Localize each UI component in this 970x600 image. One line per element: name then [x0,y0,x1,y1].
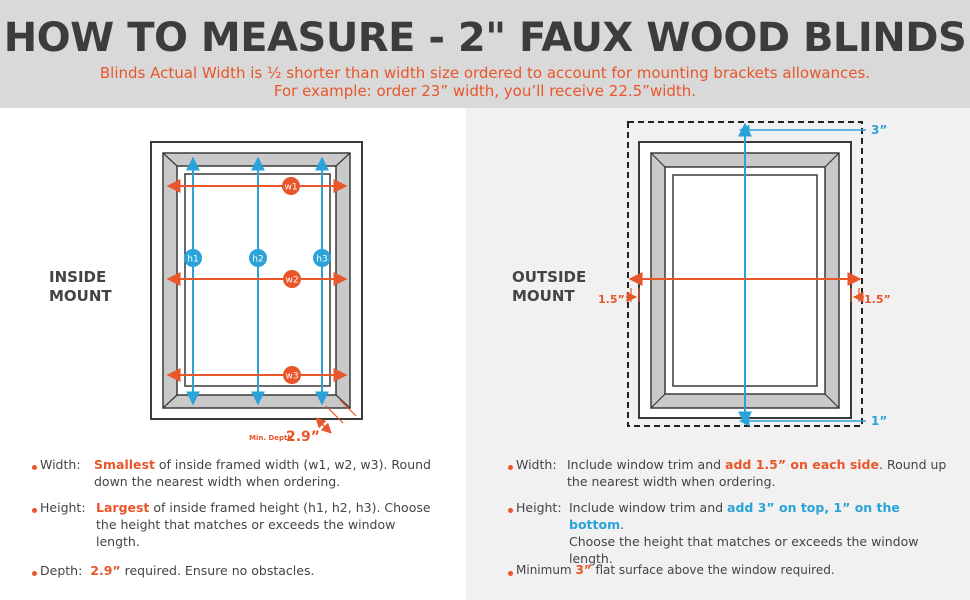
right-allowance-value: 1.5” [864,293,891,306]
inside-mount-label-line2: MOUNT [49,287,112,305]
w2-marker [283,270,301,288]
inside-depth-highlight: 2.9” [90,563,121,578]
h2-marker-text: h2 [252,255,263,265]
outside-width-info: Width: Include window trim and add 1.5” … [516,456,956,490]
w1-marker-text: w1 [284,183,297,193]
inside-depth-label: Depth: [40,563,83,578]
w1-marker [282,177,300,195]
outside-width-highlight: add 1.5” on each side [725,457,879,472]
outside-height-label: Height: [516,500,562,515]
inside-width-bullet [32,465,37,470]
inside-width-highlight: Smallest [94,457,155,472]
depth-caption: Min. Depth [249,434,292,442]
h3-marker [313,249,331,267]
inside-height-info: Height: Largest of inside framed height … [40,499,460,550]
outside-window-diagram: 3” 1” 1.5” 1.5” [598,121,891,428]
w3-marker [283,366,301,384]
outside-height-info: Height: Include window trim and add 3” o… [516,499,956,567]
depth-indicator: Min. Depth 2.9” [249,399,357,445]
inside-depth-info: Depth: 2.9” required. Ensure no obstacle… [40,562,460,579]
outside-height-text-line3: length. [569,551,613,566]
h1-marker [184,249,202,267]
inside-height-text: of inside framed height (h1, h2, h3). Ch… [149,500,431,515]
h1-marker-text: h1 [187,255,198,265]
outside-width-text-pre: Include window trim and [567,457,726,472]
inside-width-info: Width: Smallest of inside framed width (… [40,456,460,490]
inside-mount-label-line1: INSIDE [49,268,107,286]
subtitle-line-2: For example: order 23” width, you’ll rec… [273,82,697,100]
outside-minimum-bullet [508,571,513,576]
bottom-allowance-value: 1” [871,414,887,428]
inside-height-text-line3: length. [96,534,140,549]
outside-width-label: Width: [516,457,557,472]
outside-width-text-line2: the nearest width when ordering. [567,474,776,489]
header: HOW TO MEASURE - 2" FAUX WOOD BLINDS Bli… [0,0,970,108]
right-allowance-callout: 1.5” [850,288,891,306]
outside-width-text: . Round up [879,457,947,472]
left-allowance-value: 1.5” [598,293,625,306]
w3-marker-text: w3 [285,372,298,382]
depth-value: 2.9” [286,429,320,445]
h2-marker [249,249,267,267]
outside-mount-label-line1: OUTSIDE [512,268,587,286]
outside-mount-label-line2: MOUNT [512,287,575,305]
inside-width-text: of inside framed width (w1, w2, w3). Rou… [154,457,431,472]
outside-minimum-text: flat surface above the window required. [591,563,835,577]
inside-height-label: Height: [40,500,86,515]
inside-depth-text: required. Ensure no obstacles. [120,563,315,578]
inside-mount-label: INSIDE MOUNT [49,268,112,306]
inside-height-bullet [32,508,37,513]
outside-width-bullet [508,465,513,470]
w2-marker-text: w2 [285,276,298,286]
inside-height-highlight: Largest [96,500,150,515]
outside-height-text: . [620,517,625,532]
inside-width-label: Width: [40,457,81,472]
inside-depth-bullet [32,571,37,576]
outside-height-bullet [508,508,513,513]
top-allowance-value: 3” [871,123,887,137]
outside-mount-label: OUTSIDE MOUNT [512,268,586,306]
outside-minimum-highlight: 3” [575,563,592,577]
h3-marker-text: h3 [316,255,327,265]
outside-minimum-text-pre: Minimum [516,563,576,577]
outside-height-text-pre: Include window trim and [569,500,728,515]
inside-width-text-line2: down the nearest width when ordering. [94,474,341,489]
inside-window-diagram: w1 w2 w3 h1 h2 h3 Min. Depth 2.9” [150,141,363,445]
left-allowance-callout: 1.5” [598,288,640,306]
outside-height-highlight: add 3” on top, 1” on the bottom [569,500,900,532]
page-title: HOW TO MEASURE - 2" FAUX WOOD BLINDS [3,15,967,61]
inside-height-text-line2: the height that matches or exceeds the w… [96,517,396,532]
outside-minimum-info: Minimum 3” flat surface above the window… [516,562,956,579]
subtitle-line-1: Blinds Actual Width is ½ shorter than wi… [99,64,871,82]
outside-height-text-line2: Choose the height that matches or exceed… [569,534,919,549]
